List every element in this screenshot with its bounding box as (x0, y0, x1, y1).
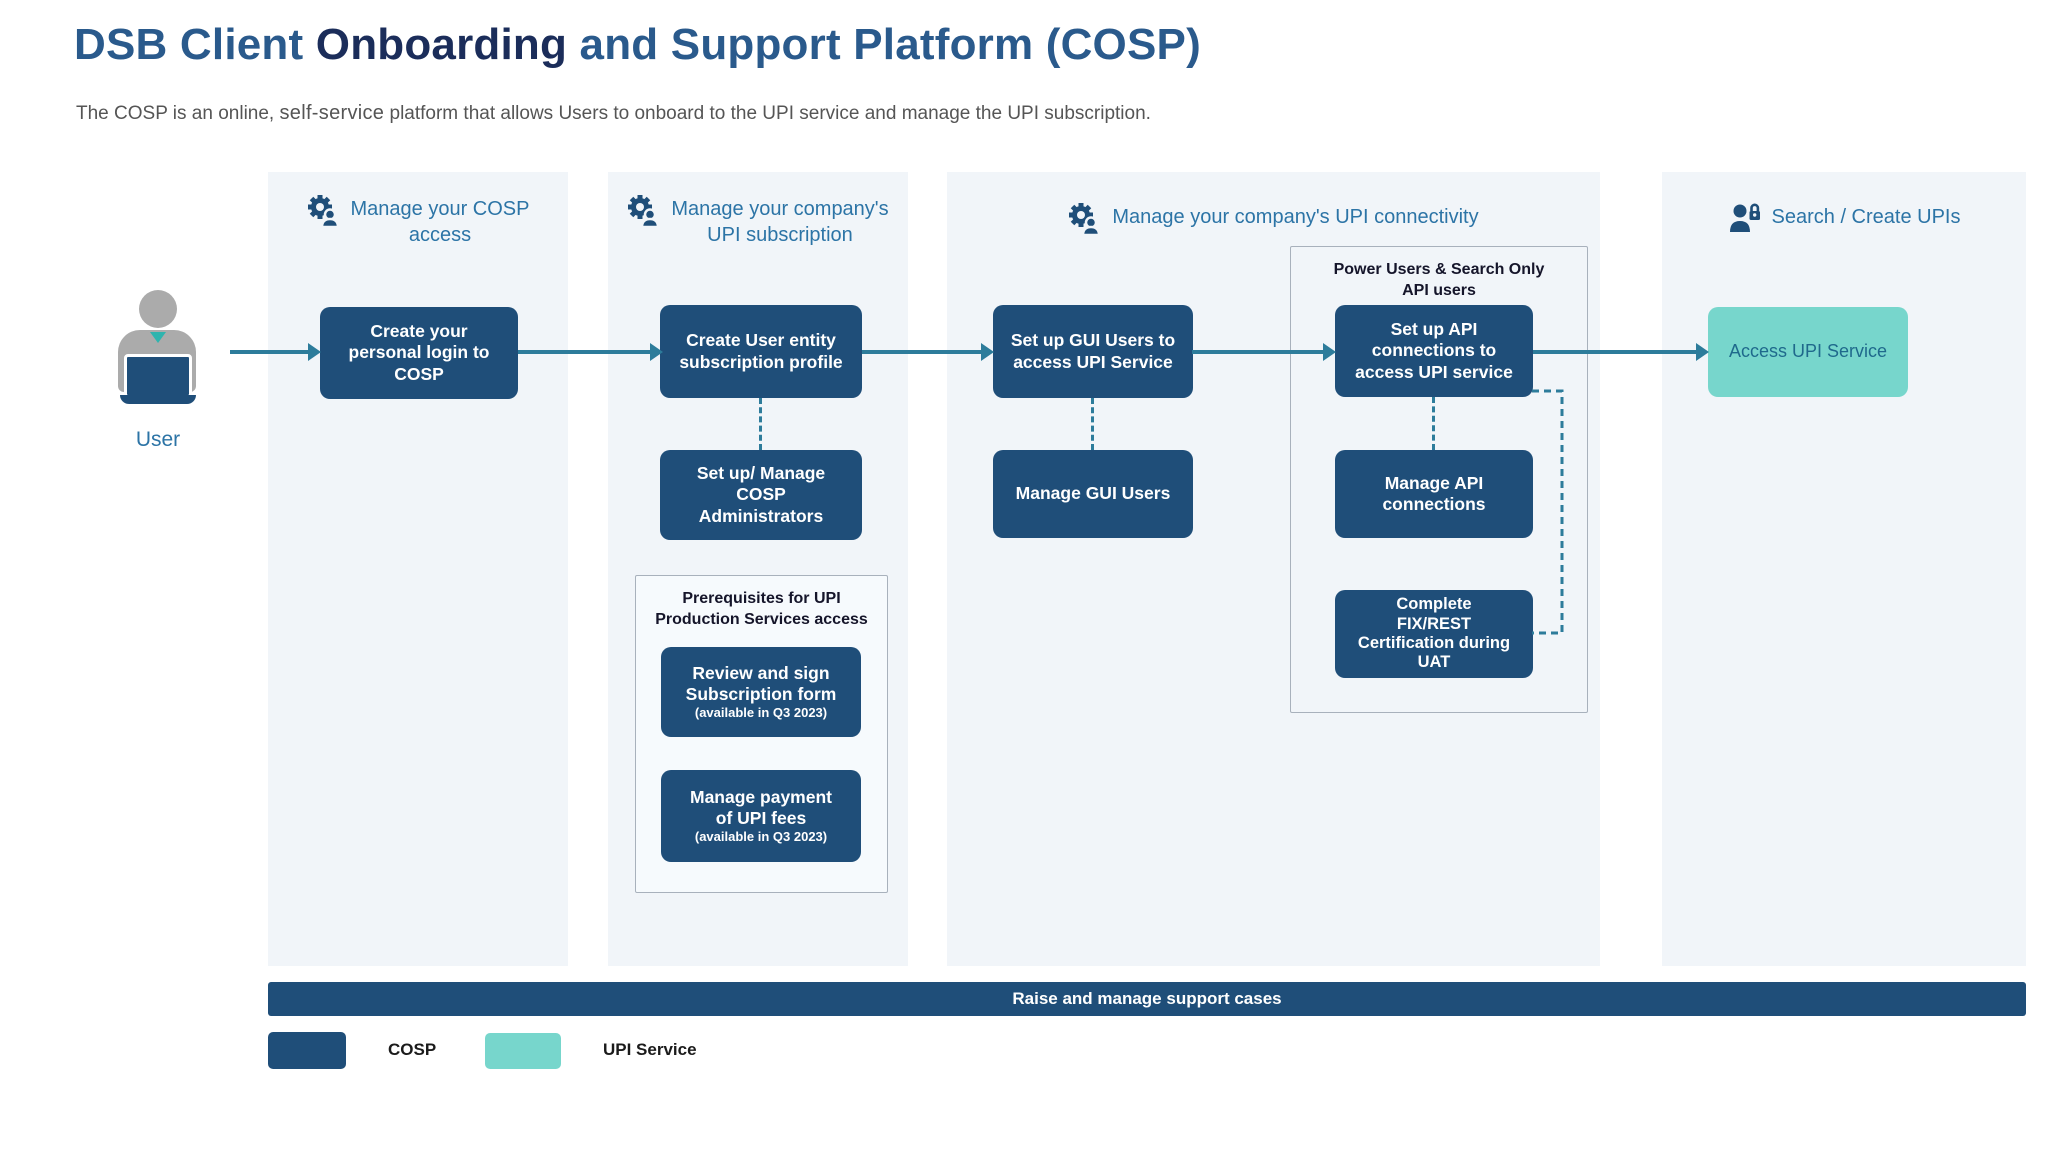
column-title: Manage your company's UPI connectivity (1112, 206, 1479, 228)
laptop-base-icon (120, 395, 196, 404)
user-head-icon (139, 290, 177, 328)
box-availability-note: (available in Q3 2023) (694, 829, 828, 845)
legend-swatch-upi-service (485, 1033, 561, 1069)
legend-swatch-cosp (268, 1032, 346, 1069)
box-create-subscription-profile: Create User entity subscription profile (660, 305, 862, 398)
box-label: Set up GUI Users to access UPI Service (1010, 330, 1176, 372)
user-label: User (135, 428, 181, 451)
user-figure (112, 288, 204, 413)
legend-label-cosp: COSP (388, 1040, 437, 1059)
gear-user-icon (627, 193, 661, 234)
dashed-connector-subscription-admins (759, 398, 762, 450)
flow-arrow-subscription-to-gui (862, 343, 994, 361)
column-header-upi-subscription: Manage your company's UPI subscription (608, 192, 908, 249)
legend-label-upi-service: UPI Service (603, 1040, 697, 1059)
column-title: Manage your COSP access (350, 198, 530, 247)
dashed-connector-api-manage (1432, 397, 1435, 450)
flow-arrow-api-to-access (1533, 343, 1709, 361)
box-manage-payment-upi-fees: Manage payment of UPI fees (available in… (661, 770, 861, 862)
box-label: Access UPI Service (1728, 341, 1888, 362)
column-title: Manage your company's UPI subscription (671, 198, 889, 247)
box-label: Review and sign Subscription form (685, 662, 837, 705)
box-label: Set up API connections to access UPI ser… (1355, 318, 1513, 382)
page-title-part1: DSB Client (74, 20, 316, 69)
page-title-part3: and Support Platform (COSP) (567, 20, 1201, 69)
column-header-cosp-access: Manage your COSP access (268, 192, 568, 249)
column-header-upi-connectivity: Manage your company's UPI connectivity (947, 200, 1600, 242)
flow-arrow-gui-to-api (1192, 343, 1336, 361)
column-title: Search / Create UPIs (1771, 206, 1961, 228)
box-manage-cosp-administrators: Set up/ Manage COSP Administrators (660, 450, 862, 540)
box-label: Set up/ Manage COSP Administrators (696, 462, 826, 526)
gear-user-icon (1068, 201, 1102, 242)
page-subtitle-lead: The COSP is an online, (76, 103, 280, 124)
user-tie-icon (150, 332, 166, 343)
laptop-icon (124, 354, 192, 398)
flow-arrow-user-to-login (230, 343, 321, 361)
box-review-sign-subscription-form: Review and sign Subscription form (avail… (661, 647, 861, 737)
panel-upi-connectivity (947, 172, 1600, 966)
box-setup-api-connections: Set up API connections to access UPI ser… (1335, 305, 1533, 397)
box-complete-certification: Complete FIX/REST Certification during U… (1335, 590, 1533, 678)
box-label: Manage GUI Users (1015, 483, 1171, 504)
box-label: Complete FIX/REST Certification during U… (1357, 595, 1511, 672)
panel-cosp-access (268, 172, 568, 966)
box-label: Manage payment of UPI fees (690, 786, 832, 829)
support-banner: Raise and manage support cases (268, 982, 2026, 1016)
dashed-connector-gui-manage (1091, 398, 1094, 450)
box-label: Create User entity subscription profile (679, 330, 843, 372)
group-power-users-title: Power Users & Search Only API users (1333, 261, 1545, 299)
group-prerequisites-title: Prerequisites for UPI Production Service… (655, 590, 868, 628)
page-subtitle-highlight: self-service (279, 102, 385, 124)
page-title: DSB Client Onboarding and Support Platfo… (74, 20, 1201, 70)
page-title-part2: Onboarding (315, 20, 568, 69)
dashed-connector-api-certification (1532, 389, 1564, 635)
box-label: Manage API connections (1382, 472, 1486, 514)
box-manage-gui-users: Manage GUI Users (993, 450, 1193, 538)
user-lock-icon (1728, 201, 1762, 242)
column-header-search-create-upis: Search / Create UPIs (1662, 200, 2026, 242)
group-power-users: Power Users & Search Only API users (1290, 246, 1588, 713)
flow-arrow-login-to-subscription (518, 343, 663, 361)
box-access-upi-service: Access UPI Service (1708, 307, 1908, 397)
panel-search-create-upis (1662, 172, 2026, 966)
box-manage-api-connections: Manage API connections (1335, 450, 1533, 538)
page-subtitle: The COSP is an online, self-service plat… (76, 102, 1151, 125)
page-subtitle-rest: platform that allows Users to onboard to… (384, 103, 1151, 124)
box-label: Create your personal login to COSP (348, 320, 490, 384)
box-create-personal-login: Create your personal login to COSP (320, 307, 518, 399)
box-setup-gui-users: Set up GUI Users to access UPI Service (993, 305, 1193, 398)
box-availability-note: (available in Q3 2023) (694, 705, 828, 721)
gear-user-icon (307, 193, 341, 234)
